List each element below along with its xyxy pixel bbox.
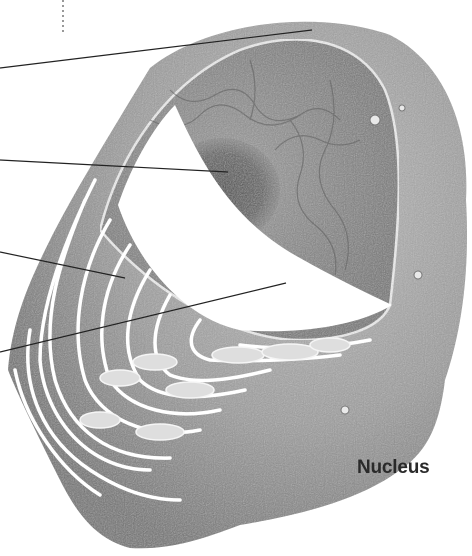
- nucleus-caption: Nucleus: [357, 457, 430, 479]
